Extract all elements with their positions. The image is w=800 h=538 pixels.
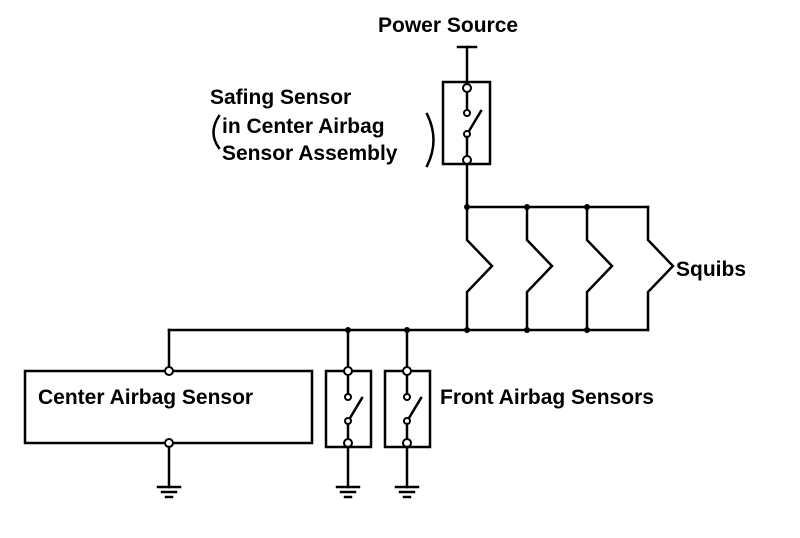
safing-left-bracket xyxy=(212,114,221,150)
center-airbag-sensor: Center Airbag Sensor xyxy=(23,328,314,499)
front-airbag-sensor-2: Front Airbag Sensors xyxy=(383,328,654,499)
ground-icon xyxy=(335,485,361,499)
squib-3-icon xyxy=(585,205,614,332)
safing-switch-icon xyxy=(462,80,483,166)
ground-icon xyxy=(394,485,420,499)
center-sensor-label: Center Airbag Sensor xyxy=(38,386,253,409)
front-sensor-1-switch-icon xyxy=(343,366,364,449)
center-sensor-box xyxy=(23,369,314,445)
squibs-label: Squibs xyxy=(676,258,746,281)
safing-sensor-label-3: Sensor Assembly xyxy=(222,142,398,165)
ground-icon xyxy=(156,485,182,499)
safing-sensor: Safing Sensor in Center Airbag Sensor As… xyxy=(210,80,492,168)
safing-right-bracket xyxy=(425,112,435,168)
power-source-label: Power Source xyxy=(378,14,518,37)
front-sensor-2-switch-icon xyxy=(402,366,423,449)
power-source: Power Source xyxy=(378,14,518,84)
front-sensors-label: Front Airbag Sensors xyxy=(440,386,654,409)
safing-sensor-label: Safing Sensor xyxy=(210,86,351,109)
squib-4-icon xyxy=(646,205,675,332)
front-airbag-sensor-1 xyxy=(324,328,373,499)
safing-sensor-label-2: in Center Airbag xyxy=(222,115,385,138)
squib-2-icon xyxy=(525,205,554,332)
squibs: Squibs xyxy=(464,204,746,333)
squib-1-icon xyxy=(465,205,494,332)
